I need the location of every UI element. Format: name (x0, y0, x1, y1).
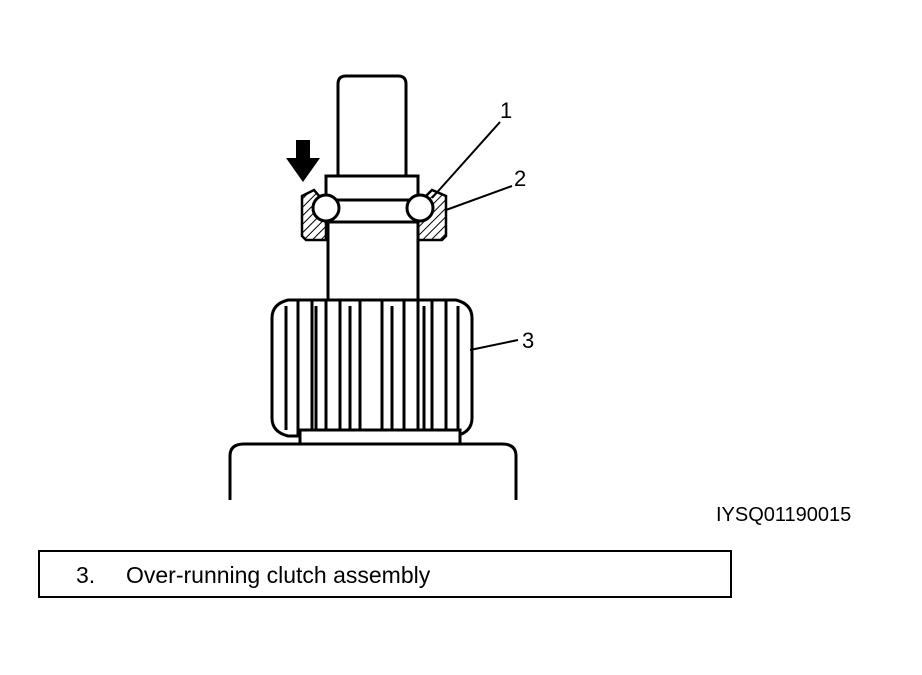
clutch-diagram (228, 74, 519, 500)
callout-2: 2 (514, 166, 527, 191)
shaft (324, 74, 420, 304)
caption-text: Over-running clutch assembly (126, 562, 431, 588)
pinion-gear (270, 298, 474, 446)
housing (228, 442, 518, 500)
figure-code: IYSQ01190015 (716, 504, 852, 526)
down-arrow-icon (286, 140, 320, 182)
caption-number: 3. (76, 562, 96, 588)
caption-box: 3. Over-running clutch assembly (38, 550, 732, 598)
ring-balls (311, 193, 435, 223)
leader-lines (431, 121, 519, 351)
callout-3: 3 (522, 328, 535, 353)
callout-1: 1 (500, 98, 513, 123)
